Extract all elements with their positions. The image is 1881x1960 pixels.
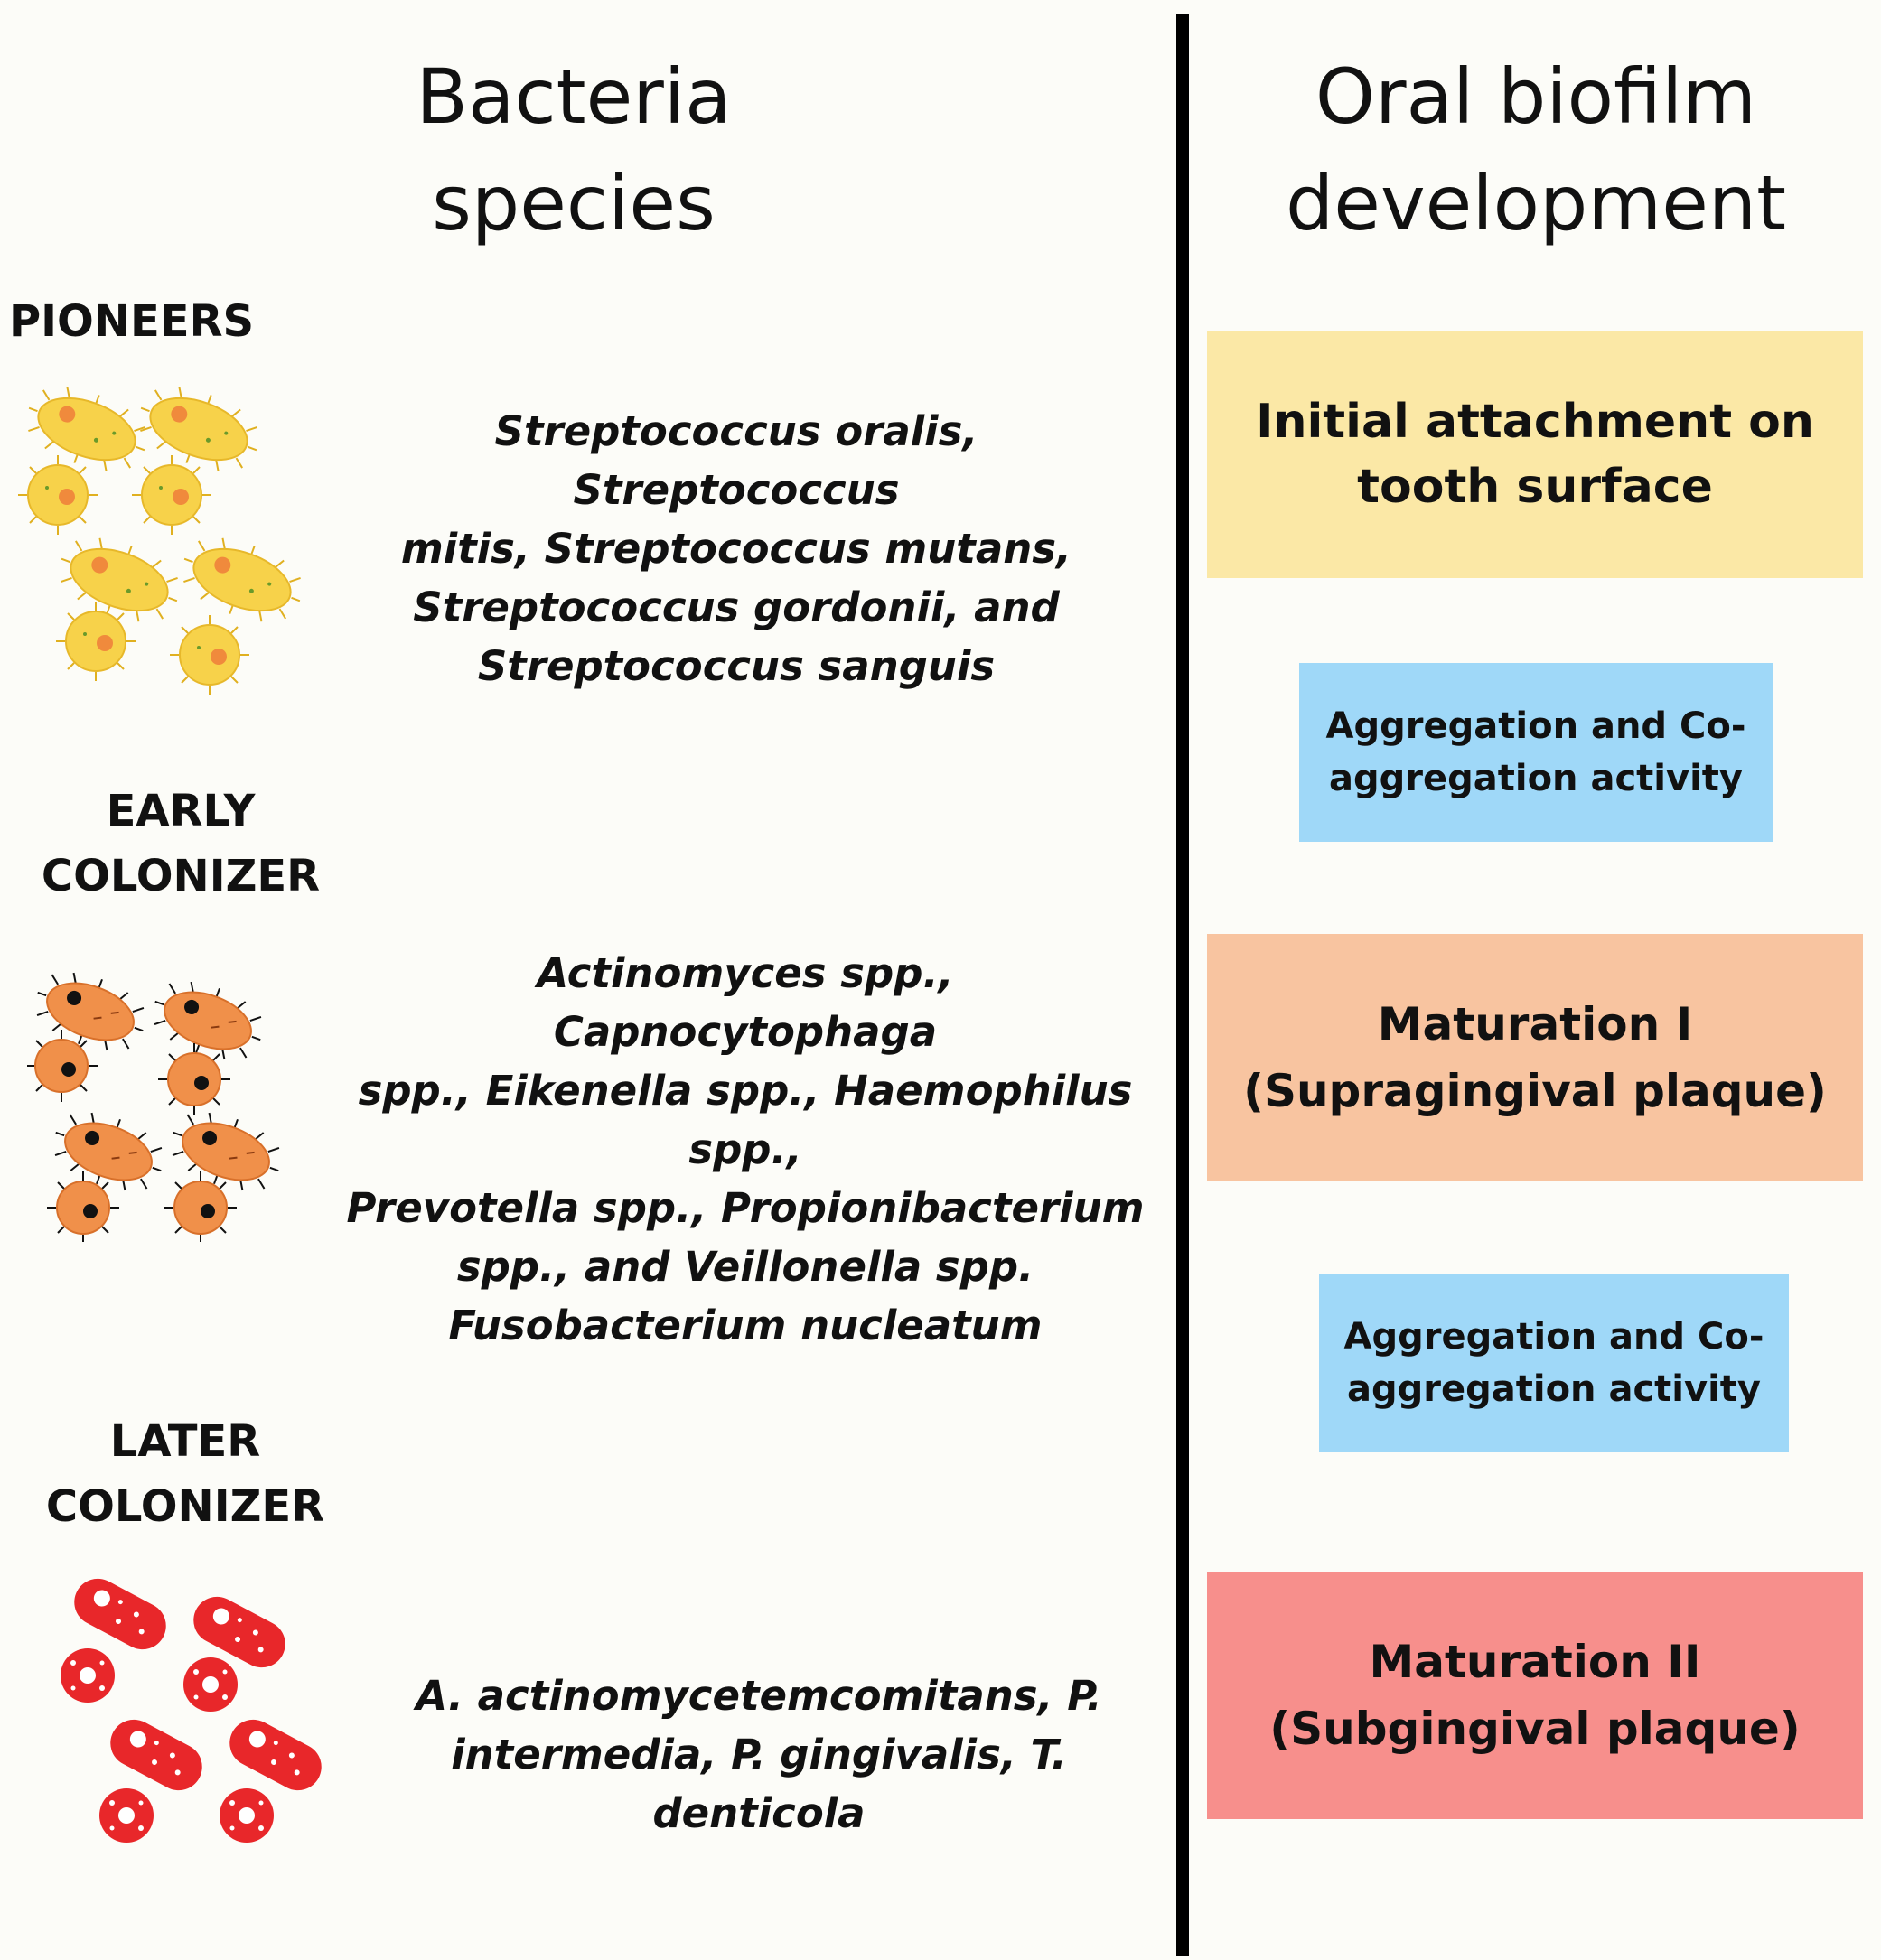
later-colonizer-bacteria-icon [50, 1576, 339, 1847]
stage-aggregation-2: Aggregation and Co- aggregation activity [1319, 1274, 1789, 1452]
stage-line: Initial attachment on [1256, 395, 1814, 449]
species-list-later-colonizer: A. actinomycetemcomitans, P. intermedia,… [361, 1666, 1156, 1843]
species-line: Prevotella spp., Propionibacterium [346, 1184, 1145, 1232]
stage-maturation-1: Maturation I (Supragingival plaque) [1207, 934, 1863, 1181]
group-title-later-colonizer: LATER COLONIZER [23, 1409, 348, 1539]
early-colonizer-bacteria-icon [27, 971, 298, 1242]
stage-maturation-2: Maturation II (Subgingival plaque) [1207, 1572, 1863, 1819]
stage-line: (Subgingival plaque) [1269, 1703, 1801, 1755]
species-line: spp., Eikenella spp., Haemophilus spp., [358, 1067, 1133, 1173]
species-line: spp., and Veillonella spp. [456, 1243, 1034, 1291]
species-line: Streptococcus gordonii, and [413, 583, 1060, 631]
biofilm-development-header: Oral biofilm development [1211, 43, 1861, 257]
stage-line: Maturation I [1377, 998, 1693, 1050]
bacteria-species-header: Bacteria species [307, 43, 840, 257]
group-title-line: LATER [109, 1416, 261, 1467]
species-line: Fusobacterium nucleatum [448, 1302, 1043, 1349]
stage-initial-attachment: Initial attachment on tooth surface [1207, 331, 1863, 578]
stage-line: Aggregation and Co- [1343, 1316, 1764, 1358]
species-line: Actinomyces spp., Capnocytophaga [537, 949, 954, 1056]
stage-line: aggregation activity [1347, 1368, 1761, 1410]
pioneer-bacteria-icon [18, 379, 307, 695]
group-title-pioneers: PIONEERS [9, 289, 289, 354]
header-line: Oral biofilm [1315, 52, 1757, 141]
stage-line: Aggregation and Co- [1325, 705, 1746, 747]
group-title-line: PIONEERS [9, 296, 255, 347]
column-divider [1176, 14, 1189, 1956]
species-line: Streptococcus sanguis [477, 642, 996, 690]
stage-line: (Supragingival plaque) [1243, 1065, 1827, 1117]
species-line: Streptococcus oralis, Streptococcus [494, 407, 978, 514]
stage-line: aggregation activity [1329, 758, 1743, 799]
species-line: A. actinomycetemcomitans, P. [416, 1672, 1102, 1720]
stage-line: tooth surface [1357, 460, 1713, 514]
species-list-early-colonizer: Actinomyces spp., Capnocytophaga spp., E… [343, 944, 1147, 1355]
species-line: intermedia, P. gingivalis, T. denticola [451, 1731, 1067, 1837]
header-line: species [432, 159, 716, 247]
header-line: Bacteria [416, 52, 732, 141]
group-title-line: COLONIZER [45, 1481, 325, 1532]
group-title-line: COLONIZER [41, 851, 321, 901]
species-list-pioneers: Streptococcus oralis, Streptococcus miti… [343, 402, 1129, 695]
group-title-line: EARLY [106, 786, 256, 836]
species-line: mitis, Streptococcus mutans, [400, 525, 1072, 573]
group-title-early-colonizer: EARLY COLONIZER [18, 779, 343, 909]
stage-line: Maturation II [1369, 1636, 1701, 1688]
header-line: development [1285, 159, 1787, 247]
stage-aggregation-1: Aggregation and Co- aggregation activity [1299, 663, 1773, 842]
